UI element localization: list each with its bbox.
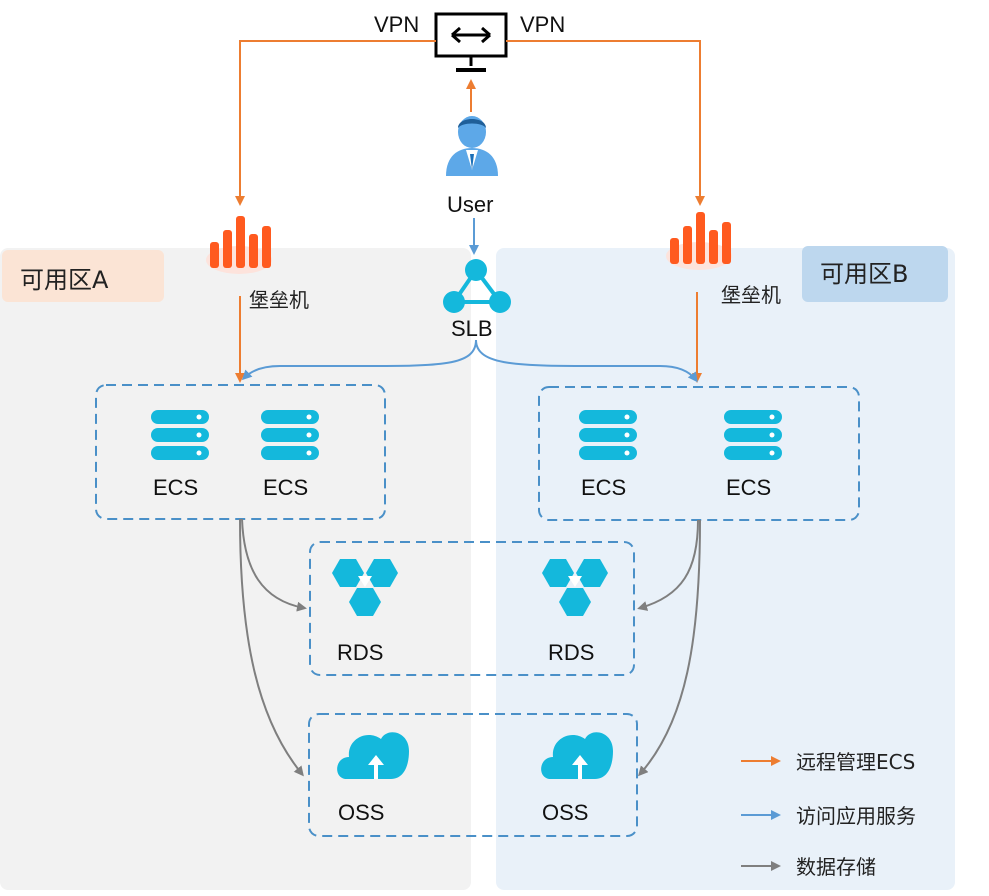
legend-app-access-label: 访问应用服务 (796, 804, 916, 828)
user-icon (446, 116, 498, 176)
ecs-b1-icon (579, 410, 637, 460)
legend-remote-mgmt-label: 远程管理ECS (796, 750, 915, 774)
slb-icon (443, 259, 511, 313)
bastion-host-a-icon (206, 216, 272, 274)
rds-group (309, 541, 635, 676)
oss-b-label: OSS (542, 800, 588, 825)
zone-a-background (0, 248, 471, 890)
ecs-b2-label: ECS (726, 475, 771, 500)
rds-a-label: RDS (337, 640, 383, 665)
bastion-a-label: 堡垒机 (249, 288, 309, 312)
ecs-b1-label: ECS (581, 475, 626, 500)
vpn-to-bastion-b-line (506, 40, 705, 206)
bastion-host-b-icon (666, 212, 732, 270)
slb-to-ecs-b-line (475, 339, 698, 383)
legend-data-storage-label: 数据存储 (796, 855, 876, 879)
slb-label: SLB (451, 316, 493, 341)
vpn-right-label: VPN (520, 12, 565, 37)
vpn-to-bastion-a-line (235, 40, 436, 206)
ecs-a2-label: ECS (263, 475, 308, 500)
zone-b-label-box (802, 246, 948, 302)
ecs-b-to-rds-line (637, 519, 699, 611)
ecs-a2-icon (261, 410, 319, 460)
zone-b-background (496, 248, 955, 890)
rds-b-label: RDS (548, 640, 594, 665)
ecs-b-to-oss-line (638, 519, 701, 777)
oss-group (308, 713, 638, 837)
vpn-left-label: VPN (374, 12, 419, 37)
ecs-a1-icon (151, 410, 209, 460)
zone-b-label: 可用区B (820, 260, 908, 288)
slb-to-ecs-a-line (241, 339, 477, 381)
vpn-gateway-icon (434, 12, 508, 72)
zone-a-label-box (2, 250, 164, 302)
zone-a-label: 可用区A (20, 266, 109, 294)
ecs-a1-label: ECS (153, 475, 198, 500)
user-label: User (447, 192, 493, 217)
oss-a-label: OSS (338, 800, 384, 825)
bastion-b-label: 堡垒机 (721, 283, 781, 307)
ecs-b2-icon (724, 410, 782, 460)
legend: 远程管理ECS 访问应用服务 数据存储 (741, 750, 916, 879)
ecs-a-to-rds-line (241, 518, 307, 612)
ecs-a-to-oss-line (239, 518, 304, 777)
